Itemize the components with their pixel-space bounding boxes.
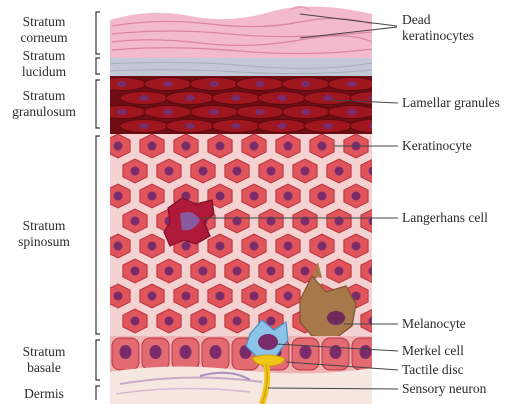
keratinocyte-nucleus: [148, 192, 157, 201]
keratinocyte-nucleus: [216, 242, 225, 251]
granular-nucleus: [277, 95, 287, 101]
keratinocyte-nucleus: [148, 292, 157, 301]
keratinocyte-nucleus: [131, 167, 140, 176]
granular-nucleus: [255, 109, 265, 115]
granular-nucleus: [117, 109, 127, 115]
keratinocyte-nucleus: [318, 192, 327, 201]
keratinocyte-nucleus: [250, 292, 259, 301]
keratinocyte-nucleus: [148, 242, 157, 251]
keratinocyte-nucleus: [335, 267, 344, 276]
keratinocyte-nucleus: [284, 192, 293, 201]
keratinocyte-nucleus: [131, 317, 140, 326]
granular-nucleus: [347, 109, 357, 115]
granular-nucleus: [163, 81, 173, 87]
label-stratum-lucidum: Stratum lucidum: [2, 48, 86, 80]
granular-nucleus: [139, 95, 149, 101]
keratinocyte-nucleus: [182, 292, 191, 301]
label-langerhans-cell: Langerhans cell: [402, 210, 488, 226]
keratinocyte-nucleus: [114, 192, 123, 201]
stratum-granulosum-layer: [98, 76, 398, 134]
keratinocyte-nucleus: [250, 242, 259, 251]
keratinocyte-nucleus: [284, 142, 293, 151]
keratinocyte-nucleus: [199, 317, 208, 326]
keratinocyte-nucleus: [335, 167, 344, 176]
basal-nucleus: [360, 345, 372, 359]
label-dermis: Dermis: [2, 386, 86, 402]
basal-nucleus: [150, 345, 162, 359]
label-stratum-corneum: Stratum corneum: [2, 14, 86, 46]
granular-nucleus: [117, 81, 127, 87]
granular-nucleus: [163, 109, 173, 115]
keratinocyte-nucleus: [216, 292, 225, 301]
keratinocyte-nucleus: [318, 242, 327, 251]
label-merkel-cell: Merkel cell: [402, 343, 464, 359]
keratinocyte-nucleus: [284, 242, 293, 251]
keratinocyte-nucleus: [216, 192, 225, 201]
keratinocyte-nucleus: [148, 142, 157, 151]
keratinocyte-nucleus: [369, 167, 378, 176]
basal-nucleus: [180, 345, 192, 359]
granular-nucleus: [185, 123, 195, 129]
label-keratinocyte: Keratinocyte: [402, 138, 472, 154]
keratinocyte-nucleus: [182, 242, 191, 251]
granular-nucleus: [139, 123, 149, 129]
granular-nucleus: [185, 95, 195, 101]
granular-nucleus: [369, 123, 379, 129]
keratinocyte-nucleus: [233, 317, 242, 326]
keratinocyte-nucleus: [369, 267, 378, 276]
label-stratum-granulosum: Stratum granulosum: [2, 88, 86, 120]
keratinocyte-nucleus: [301, 167, 310, 176]
granular-nucleus: [323, 123, 333, 129]
label-stratum-basale: Stratum basale: [2, 344, 86, 376]
granular-cell: [350, 120, 398, 133]
granular-nucleus: [277, 123, 287, 129]
basal-nucleus: [210, 345, 222, 359]
keratinocyte-nucleus: [114, 292, 123, 301]
keratinocyte-nucleus: [352, 192, 361, 201]
keratinocyte-nucleus: [182, 142, 191, 151]
keratinocyte-nucleus: [352, 242, 361, 251]
granular-nucleus: [301, 109, 311, 115]
keratinocyte-nucleus: [267, 167, 276, 176]
granular-nucleus: [347, 81, 357, 87]
keratinocyte-nucleus: [165, 317, 174, 326]
keratinocyte-nucleus: [114, 142, 123, 151]
layer-brackets: [96, 12, 100, 400]
keratinocyte-nucleus: [165, 267, 174, 276]
label-melanocyte: Melanocyte: [402, 316, 466, 332]
basal-nucleus: [300, 345, 312, 359]
granular-nucleus: [209, 109, 219, 115]
label-tactile-disc: Tactile disc: [402, 362, 464, 378]
granular-nucleus: [209, 81, 219, 87]
keratinocyte-nucleus: [131, 267, 140, 276]
keratinocyte-nucleus: [199, 267, 208, 276]
keratinocyte-nucleus: [301, 267, 310, 276]
label-dead-keratinocytes: Dead keratinocytes: [402, 12, 474, 44]
keratinocyte-nucleus: [267, 267, 276, 276]
keratinocyte-nucleus: [131, 217, 140, 226]
keratinocyte-nucleus: [318, 142, 327, 151]
keratinocyte-nucleus: [250, 192, 259, 201]
label-sensory-neuron: Sensory neuron: [402, 381, 486, 397]
granular-nucleus: [301, 81, 311, 87]
keratinocyte-nucleus: [165, 167, 174, 176]
keratinocyte-nucleus: [216, 142, 225, 151]
label-stratum-spinosum: Stratum spinosum: [2, 218, 86, 250]
granular-nucleus: [231, 95, 241, 101]
granular-nucleus: [231, 123, 241, 129]
keratinocyte-nucleus: [284, 292, 293, 301]
label-lamellar-granules: Lamellar granules: [402, 95, 500, 111]
keratinocyte-nucleus: [250, 142, 259, 151]
granular-nucleus: [369, 95, 379, 101]
stratum-lucidum-layer: [110, 58, 372, 76]
keratinocyte-nucleus: [233, 267, 242, 276]
granular-nucleus: [255, 81, 265, 87]
keratinocyte-nucleus: [199, 167, 208, 176]
keratinocyte-nucleus: [114, 242, 123, 251]
basal-nucleus: [120, 345, 132, 359]
keratinocyte-nucleus: [233, 167, 242, 176]
